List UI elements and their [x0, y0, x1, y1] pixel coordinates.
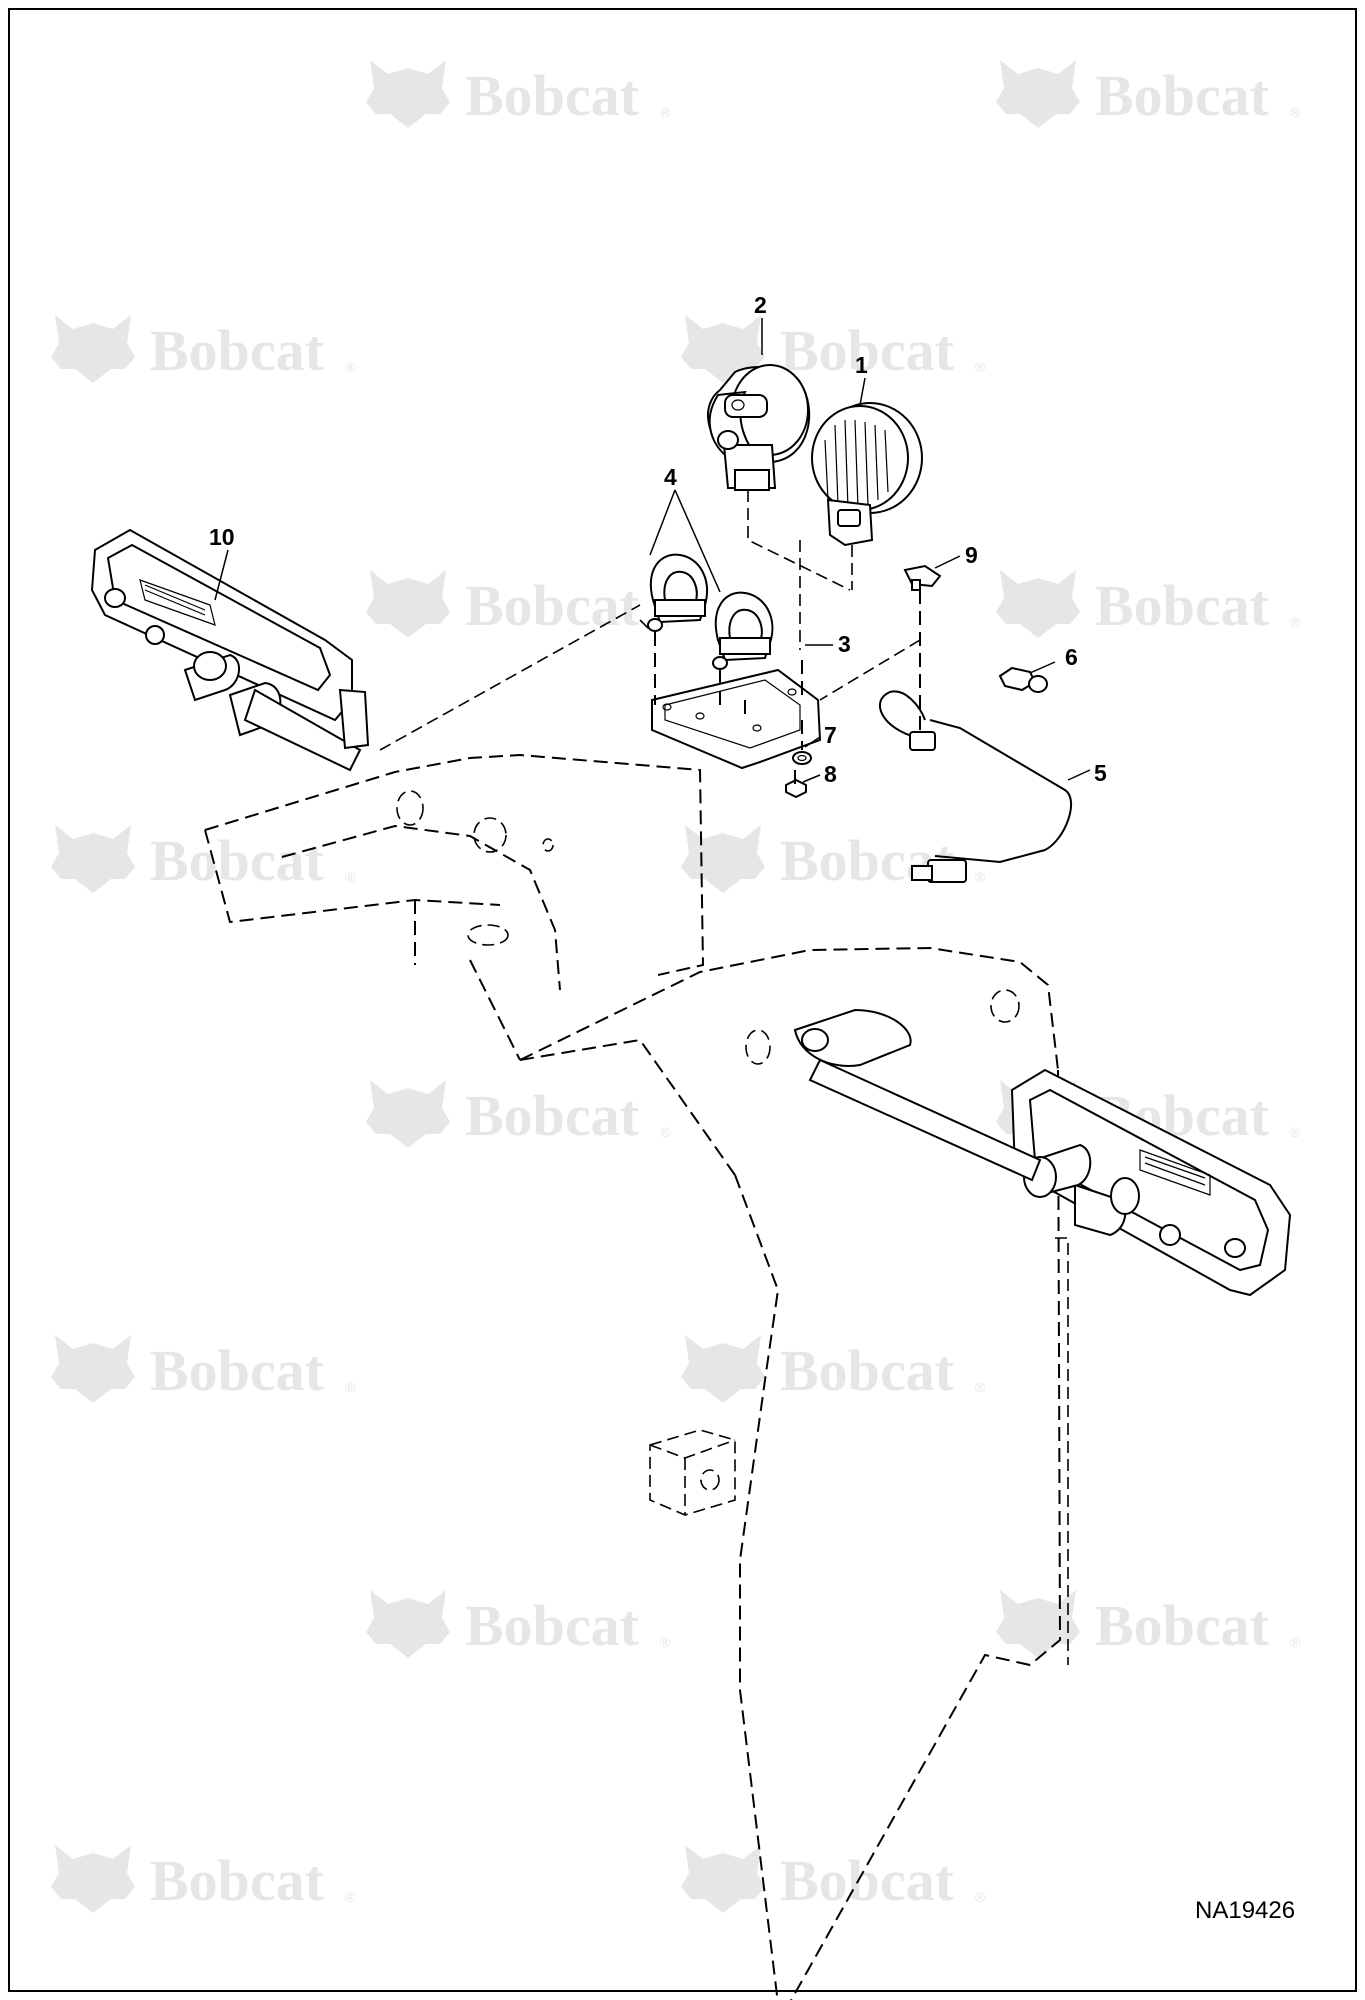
- watermark-15: Bobcat ®: [51, 1845, 356, 1913]
- watermark-registered-mark: ®: [975, 869, 986, 885]
- watermark-text: Bobcat: [1095, 1593, 1270, 1658]
- wire-harness: [879, 690, 1073, 883]
- phantom-frame-structure: [204, 753, 1069, 2000]
- watermark-text: Bobcat: [465, 1083, 640, 1148]
- watermark-registered-mark: ®: [345, 359, 356, 375]
- watermark-registered-mark: ®: [345, 1889, 356, 1905]
- watermark-text: Bobcat: [780, 318, 955, 383]
- watermark-11: Bobcat ®: [51, 1335, 356, 1403]
- watermark-layer: Bobcat ® Bobcat ® Bobcat ® Bobcat ® Bobcat ® Bobca…: [51, 60, 1301, 1913]
- watermark-registered-mark: ®: [1290, 104, 1301, 120]
- tail-lamp-right: [793, 1008, 1292, 1297]
- lamp-mounting-plate: [651, 660, 822, 770]
- figure-number: NA19426: [1195, 1897, 1295, 1924]
- watermark-16: Bobcat ®: [681, 1845, 986, 1913]
- watermark-registered-mark: ®: [1290, 614, 1301, 630]
- watermark-4: Bobcat ®: [681, 315, 986, 383]
- callout-9: 9: [965, 542, 978, 568]
- watermark-6: Bobcat ®: [996, 570, 1301, 638]
- watermark-text: Bobcat: [150, 1338, 325, 1403]
- watermark-7: Bobcat ®: [51, 825, 356, 893]
- callout-3: 3: [838, 631, 851, 657]
- small-hardware: [785, 564, 1048, 799]
- bobcat-logo-icon: [681, 315, 765, 383]
- routing-lines: [379, 490, 921, 751]
- watermark-1: Bobcat ®: [366, 60, 671, 128]
- callout-1: 1: [855, 352, 868, 378]
- work-light-2: [707, 364, 811, 491]
- watermark-9: Bobcat ®: [366, 1080, 671, 1148]
- callout-8: 8: [824, 761, 837, 787]
- watermark-8: Bobcat ®: [681, 825, 986, 893]
- watermark-registered-mark: ®: [345, 1379, 356, 1395]
- watermark-12: Bobcat ®: [681, 1335, 986, 1403]
- callouts: 1 2 3 4 5 6 7 8 9 10: [209, 292, 1107, 787]
- watermark-text: Bobcat: [465, 573, 640, 638]
- callout-7: 7: [824, 722, 837, 748]
- watermark-registered-mark: ®: [1290, 1124, 1301, 1140]
- watermark-registered-mark: ®: [975, 359, 986, 375]
- callout-4: 4: [664, 464, 677, 490]
- watermark-text: Bobcat: [150, 318, 325, 383]
- work-light-1: [811, 402, 923, 547]
- bobcat-logo-icon: [681, 1845, 765, 1913]
- watermark-text: Bobcat: [465, 1593, 640, 1658]
- watermark-13: Bobcat ®: [366, 1590, 671, 1658]
- bobcat-logo-icon: [996, 570, 1080, 638]
- callout-2: 2: [754, 292, 767, 318]
- watermark-text: Bobcat: [780, 828, 955, 893]
- watermark-text: Bobcat: [150, 828, 325, 893]
- watermark-5: Bobcat®: [366, 570, 671, 638]
- bobcat-logo-icon: [51, 825, 135, 893]
- bobcat-logo-icon: [681, 1335, 765, 1403]
- watermark-text: Bobcat: [780, 1848, 955, 1913]
- watermark-registered-mark: ®: [660, 104, 671, 120]
- watermark-registered-mark: ®: [975, 1889, 986, 1905]
- bobcat-logo-icon: [366, 1080, 450, 1148]
- watermark-registered-mark: ®: [660, 1634, 671, 1650]
- watermark-text: Bobcat: [1095, 573, 1270, 638]
- watermark-2: Bobcat ®: [996, 60, 1301, 128]
- bobcat-logo-icon: [51, 1335, 135, 1403]
- callout-5: 5: [1094, 760, 1107, 786]
- callout-10: 10: [209, 524, 235, 550]
- watermark-registered-mark: ®: [660, 1124, 671, 1140]
- watermark-text: Bobcat: [465, 63, 640, 128]
- bobcat-logo-icon: [366, 1590, 450, 1658]
- bobcat-logo-icon: [51, 315, 135, 383]
- watermark-text: Bobcat: [780, 1338, 955, 1403]
- callout-6: 6: [1065, 644, 1078, 670]
- watermark-registered-mark: ®: [975, 1379, 986, 1395]
- bobcat-logo-icon: [996, 60, 1080, 128]
- watermark-14: Bobcat ®: [996, 1590, 1301, 1658]
- watermark-registered-mark: ®: [345, 869, 356, 885]
- watermark-3: Bobcat ®: [51, 315, 356, 383]
- watermark-text: Bobcat: [1095, 63, 1270, 128]
- bobcat-logo-icon: [366, 570, 450, 638]
- watermark-registered-mark: ®: [1290, 1634, 1301, 1650]
- bobcat-logo-icon: [681, 825, 765, 893]
- diagram-frame: [8, 8, 1357, 1992]
- tail-lamp-left: [90, 528, 370, 772]
- bobcat-logo-icon: [51, 1845, 135, 1913]
- bobcat-logo-icon: [366, 60, 450, 128]
- watermark-text: Bobcat: [150, 1848, 325, 1913]
- clamp-set: [647, 553, 774, 710]
